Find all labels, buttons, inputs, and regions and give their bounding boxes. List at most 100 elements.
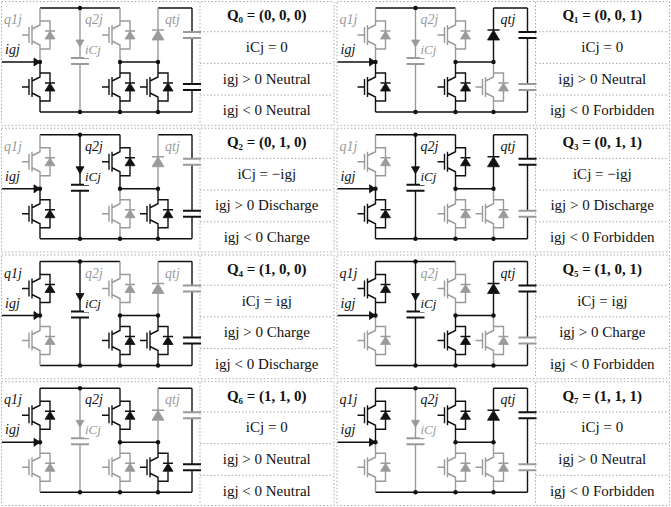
wire (79, 135, 80, 239)
current-arrow (412, 294, 420, 301)
signal-label: q1j (3, 266, 23, 282)
current-arrow (412, 420, 420, 427)
antiparallel-diode (40, 327, 55, 355)
signal-label: qtj (164, 139, 181, 155)
signal-label: iCj (420, 169, 438, 185)
wire (79, 8, 80, 112)
wire (415, 262, 416, 366)
signal-label: igj (340, 169, 357, 185)
table-cell: iCj = 0 (537, 33, 669, 63)
junction-dot (38, 60, 42, 64)
panel-border (2, 2, 335, 126)
capacitor-symbol (519, 464, 537, 470)
junction-dot (118, 60, 122, 64)
capacitor-symbol (183, 211, 201, 217)
igbt-switch (438, 442, 456, 492)
signal-label: igj (340, 296, 357, 312)
state-panel (337, 382, 670, 506)
igbt-switch (22, 442, 40, 492)
diode-symbol (488, 135, 500, 189)
igbt-switch (102, 135, 120, 189)
diode-symbol (152, 388, 164, 442)
capacitor-symbol (407, 438, 425, 444)
diode-triangle (381, 411, 391, 419)
wire (79, 388, 80, 492)
igbt-switch (22, 189, 40, 239)
capacitor-symbol (183, 286, 201, 292)
antiparallel-diode (494, 453, 509, 481)
junction-dot (156, 313, 160, 317)
junction-dot (156, 363, 160, 367)
diode-symbol (152, 135, 164, 189)
diode-triangle (461, 285, 471, 293)
table-cell: iCj = 0 (537, 413, 669, 443)
table-text: iCj = igj (242, 293, 292, 310)
capacitor-symbol (71, 312, 89, 318)
junction-dot (38, 313, 42, 317)
wire (2, 135, 192, 239)
antiparallel-diode (494, 73, 509, 101)
diode-triangle (45, 31, 55, 39)
signal-label: q2j (420, 392, 440, 408)
signal-label: igj (4, 169, 21, 185)
capacitor-symbol (407, 185, 425, 191)
junction-dot (38, 440, 42, 444)
signal-label: q1j (3, 392, 23, 408)
antiparallel-diode (40, 453, 55, 481)
table-divider (536, 221, 670, 222)
current-arrow (412, 167, 420, 174)
diode-triangle (125, 83, 135, 91)
igbt-switch (22, 8, 40, 62)
wire (338, 262, 528, 366)
signal-label: iCj (84, 42, 102, 58)
junction-dot (413, 6, 417, 10)
junction-dot (413, 386, 417, 390)
junction-dot (156, 110, 160, 114)
table-text: iCj = 0 (581, 39, 623, 56)
capacitor-symbol (519, 211, 537, 217)
junction-dot (78, 237, 82, 241)
diode-triangle (45, 158, 55, 166)
antiparallel-diode (120, 453, 135, 481)
junction-dot (118, 110, 122, 114)
igbt-switch (358, 262, 376, 316)
diode-triangle (499, 210, 509, 218)
diode-triangle (461, 337, 471, 345)
diode-triangle (163, 210, 173, 218)
capacitor-symbol (71, 438, 89, 444)
table-text: igj < 0 Neutral (223, 483, 311, 500)
igbt-switch (102, 8, 120, 62)
table-divider (536, 63, 670, 64)
capacitor-symbol (519, 338, 537, 344)
antiparallel-diode (40, 275, 55, 303)
diode-triangle (125, 463, 135, 471)
table-cell: iCj = 0 (201, 33, 333, 63)
signal-label: qtj (500, 12, 517, 28)
diode-triangle (499, 337, 509, 345)
junction-dot (373, 60, 377, 64)
table-divider (200, 443, 334, 444)
igbt-switch (102, 189, 120, 239)
capacitor-symbol (183, 84, 201, 90)
junction-dot (491, 237, 495, 241)
table-text: igj > 0 Neutral (558, 451, 646, 468)
table-cell: igj < 0 Discharge (201, 350, 333, 380)
diode-triangle (381, 158, 391, 166)
diode-triangle (45, 210, 55, 218)
panel-border (2, 382, 335, 506)
table-divider (536, 285, 670, 286)
diode-triangle (163, 337, 173, 345)
wire (338, 135, 528, 239)
igbt-switch (358, 442, 376, 492)
antiparallel-diode (494, 327, 509, 355)
table-text: iCj = −igj (237, 166, 296, 183)
wire (415, 388, 416, 492)
junction-dot (413, 110, 417, 114)
antiparallel-diode (40, 401, 55, 429)
igbt-switch (22, 62, 40, 112)
table-cell: Q₆ = (1, 1, 0) (201, 381, 333, 411)
diode-triangle (45, 83, 55, 91)
capacitor-symbol (183, 159, 201, 165)
antiparallel-diode (120, 21, 135, 49)
antiparallel-diode (456, 401, 471, 429)
